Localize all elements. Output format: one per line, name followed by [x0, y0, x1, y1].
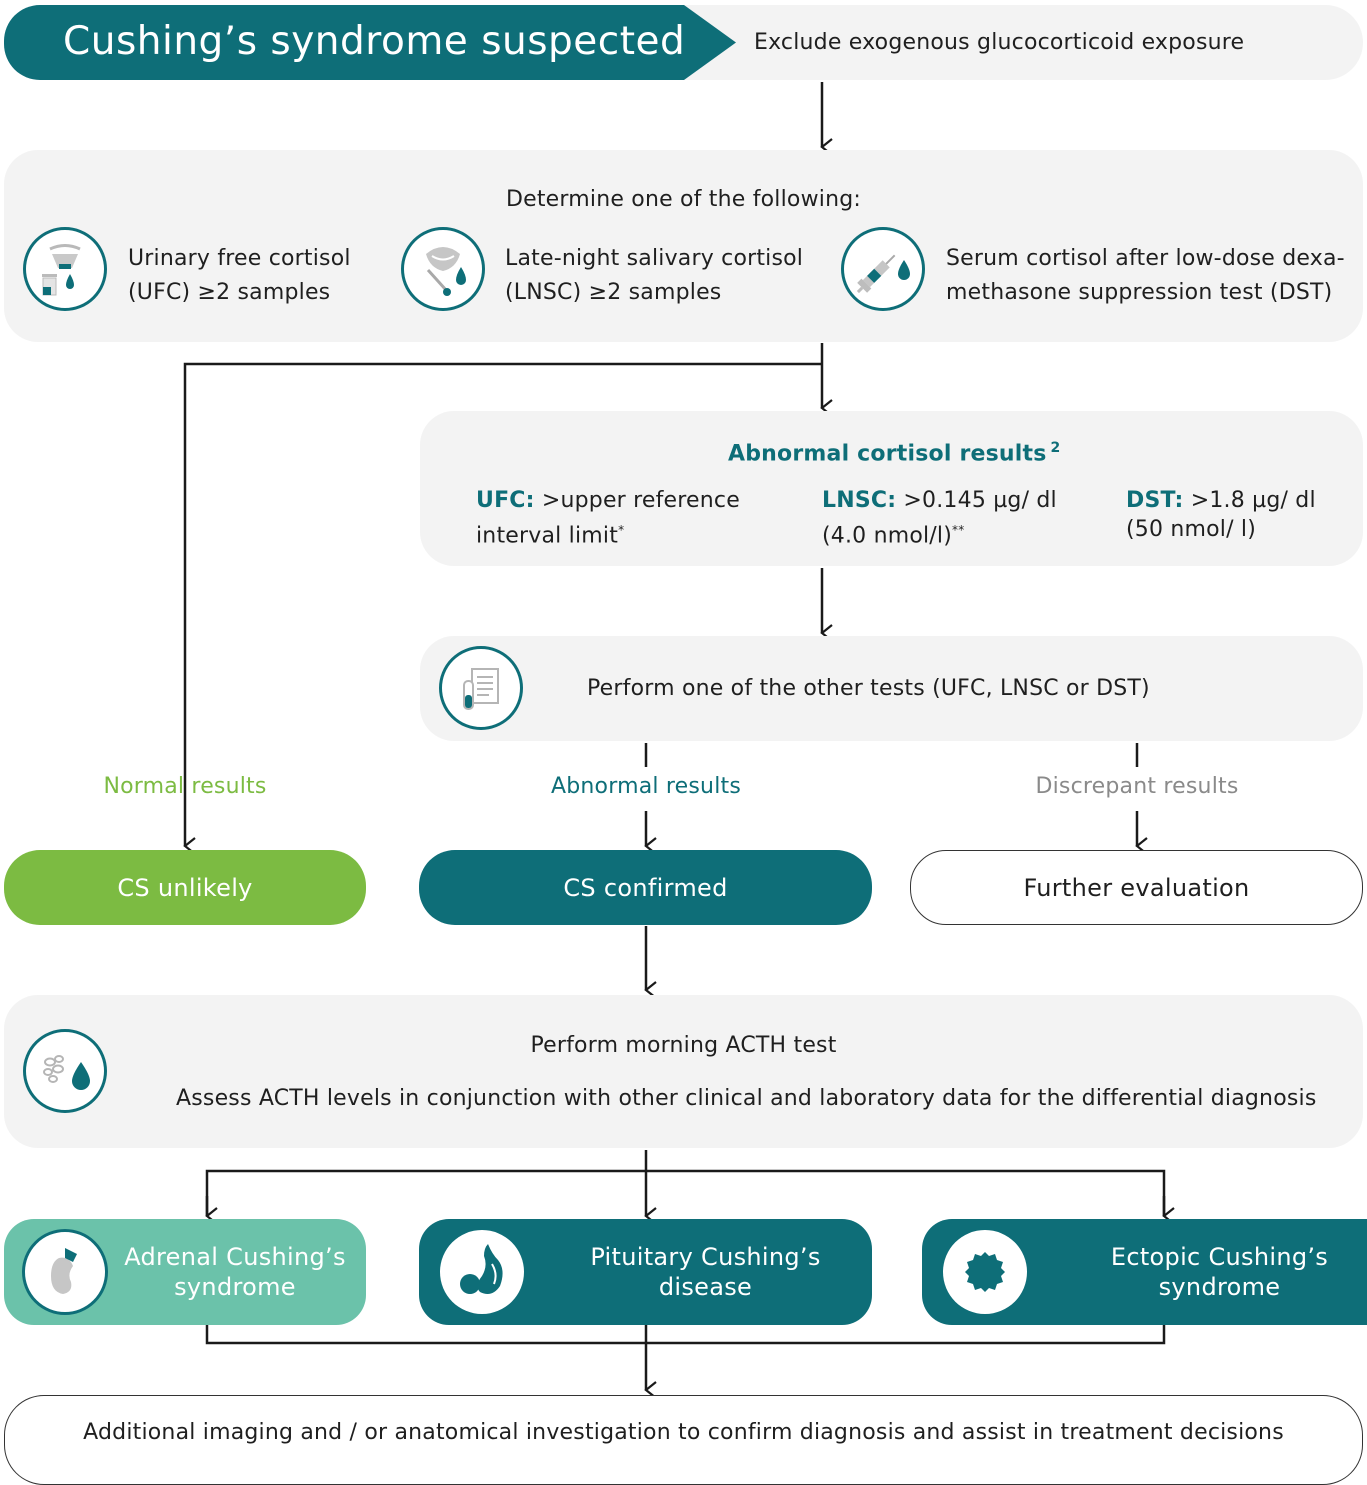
dst-criterion-line2: (50 nmol/ l): [1126, 517, 1257, 542]
lnsc-footnote-mark: **: [952, 523, 965, 537]
saliva-swab-icon: [401, 227, 485, 311]
final-imaging-text: Additional imaging and / or anatomical i…: [83, 1420, 1284, 1445]
ufc-criterion-line2-text: interval limit: [476, 523, 619, 549]
blood-cells-icon: [23, 1029, 107, 1113]
adrenal-gland-icon: [22, 1229, 108, 1315]
cs-confirmed-box: CS confirmed: [419, 850, 872, 925]
determine-heading: Determine one of the following:: [505, 187, 862, 212]
lab-report-icon: [439, 646, 523, 730]
lnsc-criterion-line2-text: (4.0 nmol/l): [822, 523, 953, 549]
further-evaluation-label: Further evaluation: [1023, 873, 1250, 902]
exclude-panel: [670, 5, 1363, 80]
determine-panel: [4, 150, 1363, 342]
dst-criterion-label: DST:: [1126, 488, 1184, 513]
ufc-line2: (UFC) ≥2 samples: [128, 280, 331, 305]
dst-criterion-value: >1.8 µg/ dl: [1183, 488, 1316, 513]
lnsc-criterion-label: LNSC:: [822, 488, 897, 513]
cs-confirmed-label: CS confirmed: [563, 873, 728, 902]
acth-title: Perform morning ACTH test: [530, 1033, 837, 1058]
dst-line1: Serum cortisol after low-dose dexa-: [946, 246, 1345, 271]
lnsc-line1: Late-night salivary cortisol: [505, 246, 804, 271]
ectopic-line1: Ectopic Cushing’s: [1110, 1243, 1329, 1271]
exclude-text: Exclude exogenous glucocorticoid exposur…: [754, 30, 1245, 55]
ufc-footnote-mark: *: [618, 523, 625, 537]
title-banner: [4, 5, 736, 80]
adrenal-line2: syndrome: [174, 1273, 296, 1301]
acth-panel: [4, 995, 1363, 1148]
lnsc-criterion-value: >0.145 µg/ dl: [896, 488, 1057, 513]
pituitary-cushings-box: Pituitary Cushing’s disease: [419, 1219, 872, 1325]
abnormal-cortisol-panel: [420, 411, 1363, 566]
page-title: Cushing’s syndrome suspected: [63, 19, 686, 64]
discrepant-results-label: Discrepant results: [1035, 774, 1239, 799]
perform-other-tests-text: Perform one of the other tests (UFC, LNS…: [587, 676, 1150, 701]
adrenal-label: Adrenal Cushing’s syndrome: [104, 1219, 366, 1325]
pituitary-icon: [440, 1230, 524, 1314]
ectopic-cushings-box: Ectopic Cushing’s syndrome: [922, 1219, 1367, 1325]
lnsc-criterion: LNSC: >0.145 µg/ dl: [822, 484, 1057, 518]
further-evaluation-box: Further evaluation: [910, 850, 1363, 925]
lnsc-criterion-line2: (4.0 nmol/l)**: [822, 513, 964, 553]
perform-other-tests-panel: [420, 636, 1363, 741]
cs-unlikely-box: CS unlikely: [4, 850, 366, 925]
acth-description: Assess ACTH levels in conjunction with o…: [176, 1086, 1317, 1111]
urine-sample-icon: [23, 227, 107, 311]
ufc-criterion: UFC: >upper reference: [476, 484, 740, 518]
dst-criterion: DST: >1.8 µg/ dl: [1126, 484, 1316, 518]
abnormal-heading-footnote: 2: [1050, 440, 1061, 456]
adrenal-line1: Adrenal Cushing’s: [124, 1243, 346, 1271]
adrenal-cushings-box: Adrenal Cushing’s syndrome: [4, 1219, 366, 1325]
pituitary-label: Pituitary Cushing’s disease: [479, 1219, 932, 1325]
syringe-icon: [841, 227, 925, 311]
lnsc-line2: (LNSC) ≥2 samples: [505, 280, 722, 305]
dst-line2: methasone suppression test (DST): [946, 280, 1333, 305]
ufc-line1: Urinary free cortisol: [128, 246, 351, 271]
ufc-criterion-label: UFC:: [476, 488, 535, 513]
tumor-icon: [943, 1230, 1027, 1314]
ectopic-label: Ectopic Cushing’s syndrome: [982, 1219, 1367, 1325]
normal-results-label: Normal results: [103, 774, 267, 799]
ufc-criterion-value: >upper reference: [534, 488, 740, 513]
cs-unlikely-label: CS unlikely: [117, 873, 253, 902]
abnormal-results-label: Abnormal results: [551, 774, 741, 799]
ectopic-line2: syndrome: [1158, 1273, 1281, 1301]
pituitary-line1: Pituitary Cushing’s: [590, 1243, 821, 1271]
abnormal-heading-text: Abnormal cortisol results: [728, 441, 1047, 467]
ufc-criterion-line2: interval limit*: [476, 513, 624, 553]
pituitary-line2: disease: [658, 1273, 753, 1301]
